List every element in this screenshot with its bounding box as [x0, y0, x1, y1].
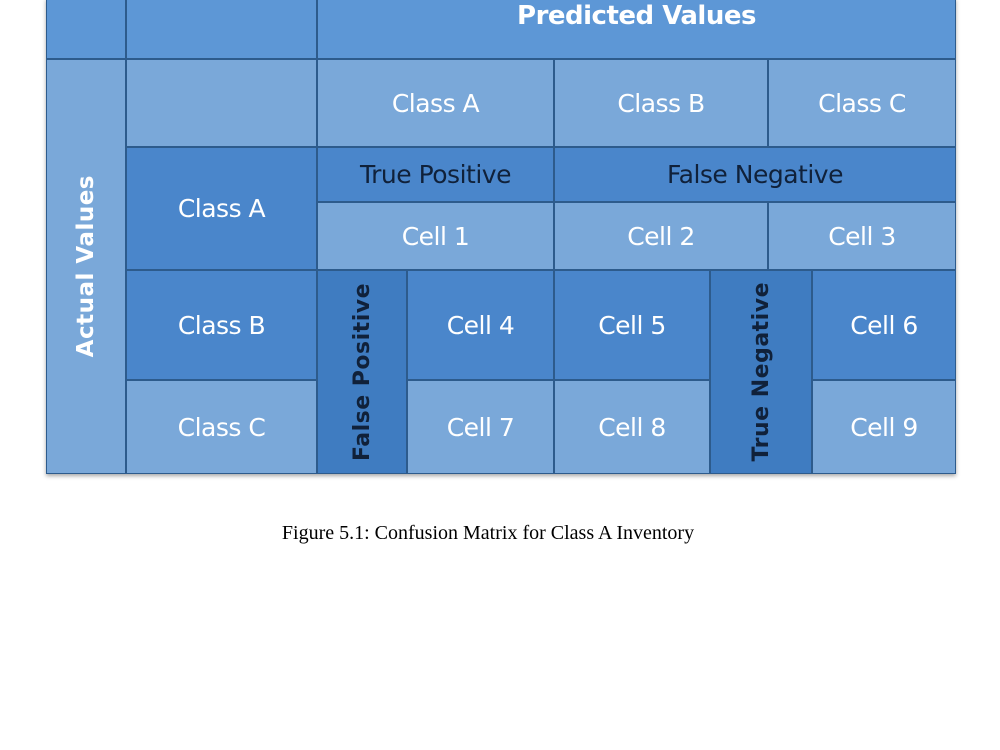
row-header-class-a: Class A [126, 147, 317, 270]
cell-6: Cell 6 [812, 270, 956, 380]
actual-values-header: Actual Values [46, 59, 126, 474]
true-positive-label: True Positive [360, 160, 511, 189]
confusion-matrix: Predicted Values Actual Values Class A C… [46, 0, 956, 474]
false-negative-label-cell: False Negative [554, 147, 956, 202]
cell-label: Cell 3 [828, 221, 896, 251]
true-positive-label-cell: True Positive [317, 147, 554, 202]
row-header-label: Class C [177, 412, 266, 442]
cell-3: Cell 3 [768, 202, 956, 270]
false-positive-label-cell: False Positive [317, 270, 407, 474]
false-positive-label: False Positive [349, 283, 375, 461]
col-header-label: Class B [617, 88, 705, 118]
actual-values-label: Actual Values [73, 175, 99, 358]
cell-label: Cell 8 [598, 412, 666, 442]
col-header-class-a: Class A [317, 59, 554, 147]
col-header-class-c: Class C [768, 59, 956, 147]
cell-label: Cell 1 [401, 221, 470, 251]
false-negative-label: False Negative [667, 160, 843, 189]
cell-label: Cell 2 [627, 221, 695, 251]
row-header-label: Class B [177, 310, 266, 340]
blank-header-cell [126, 59, 317, 147]
cell-7: Cell 7 [407, 380, 554, 474]
col-header-label: Class A [391, 88, 480, 118]
corner-cell-2 [126, 0, 317, 59]
cell-9: Cell 9 [812, 380, 956, 474]
figure-caption: Figure 5.1: Confusion Matrix for Class A… [281, 522, 695, 544]
row-header-label: Class A [177, 194, 266, 223]
col-header-class-b: Class B [554, 59, 768, 147]
cell-label: Cell 9 [850, 412, 918, 442]
true-negative-label: True Negative [748, 282, 774, 462]
cell-5: Cell 5 [554, 270, 710, 380]
row-header-class-b: Class B [126, 270, 317, 380]
predicted-values-header: Predicted Values [317, 0, 956, 59]
cell-1: Cell 1 [317, 202, 554, 270]
cell-8: Cell 8 [554, 380, 710, 474]
corner-cell [46, 0, 126, 59]
cell-label: Cell 5 [598, 310, 666, 340]
predicted-values-label: Predicted Values [517, 1, 756, 31]
cell-4: Cell 4 [407, 270, 554, 380]
row-header-class-c: Class C [126, 380, 317, 474]
cell-label: Cell 7 [446, 412, 515, 442]
cell-label: Cell 4 [446, 310, 515, 340]
true-negative-label-cell: True Negative [710, 270, 812, 474]
cell-2: Cell 2 [554, 202, 768, 270]
cell-label: Cell 6 [850, 310, 918, 340]
col-header-label: Class C [818, 88, 906, 118]
